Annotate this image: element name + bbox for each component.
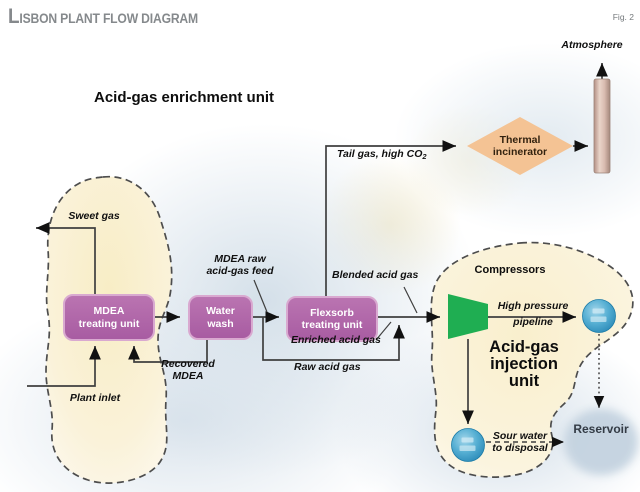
sweet-gas-line (36, 222, 96, 296)
well-text-mark (459, 445, 476, 451)
reservoir-label: Reservoir (573, 422, 629, 436)
mdea-raw-feed-label: MDEA raw acid-gas feed (206, 253, 274, 277)
recovered-mdea-label: Recovered MDEA (161, 358, 215, 382)
water-wash-box: Water wash (188, 295, 253, 340)
blended-label-pointer (403, 286, 418, 314)
tail-gas-line (325, 140, 456, 297)
injection-well-circle (582, 299, 616, 333)
injection-unit-heading: Acid-gas injection unit (489, 338, 559, 391)
thermal-incinerator-label: Thermal incinerator (492, 134, 548, 159)
raw-acid-gas-line (262, 317, 405, 361)
disposal-well-circle (451, 428, 485, 462)
enrichment-unit-heading: Acid-gas enrichment unit (94, 89, 275, 106)
page-title: Lisbon plant flow diagram (8, 5, 198, 28)
sour-water-label: Sour water to disposal (492, 430, 548, 454)
tail-gas-subscript: 2 (422, 152, 427, 161)
plant-inlet-line (27, 346, 101, 387)
figure-label: Fig. 2 (612, 12, 634, 22)
thermal-incinerator-diamond (467, 117, 573, 175)
high-pressure-pipeline-label: High pressure pipeline (497, 300, 569, 329)
well-text-mark (592, 308, 605, 314)
flexsorb-treating-unit-label: Flexsorb treating unit (301, 306, 363, 331)
compressor-symbol (448, 294, 488, 339)
enriched-acid-gas-label: Enriched acid gas (291, 334, 381, 346)
reservoir-blob (564, 409, 638, 475)
flexsorb-treating-unit-box: Flexsorb treating unit (286, 296, 378, 342)
atmosphere-label: Atmosphere (561, 39, 623, 51)
sweet-gas-label: Sweet gas (68, 210, 120, 222)
water-wash-label: Water wash (206, 305, 235, 330)
compressors-label: Compressors (474, 264, 546, 276)
tail-gas-label: Tail gas, high CO2 (337, 148, 427, 161)
injection-unit-boundary (430, 241, 634, 478)
plant-inlet-label: Plant inlet (69, 392, 121, 404)
feed-label-pointer (253, 279, 268, 313)
well-text-mark (461, 437, 474, 443)
mdea-treating-unit-label: MDEA treating unit (78, 305, 140, 330)
recovered-mdea-line (128, 336, 208, 363)
well-text-mark (590, 316, 607, 322)
mdea-treating-unit-box: MDEA treating unit (63, 294, 155, 341)
incinerator-stack (593, 78, 611, 174)
raw-acid-gas-label: Raw acid gas (294, 361, 361, 373)
blended-acid-gas-label: Blended acid gas (332, 269, 419, 281)
enriched-label-pointer (375, 321, 392, 341)
tail-gas-text: Tail gas, high CO (337, 148, 423, 160)
